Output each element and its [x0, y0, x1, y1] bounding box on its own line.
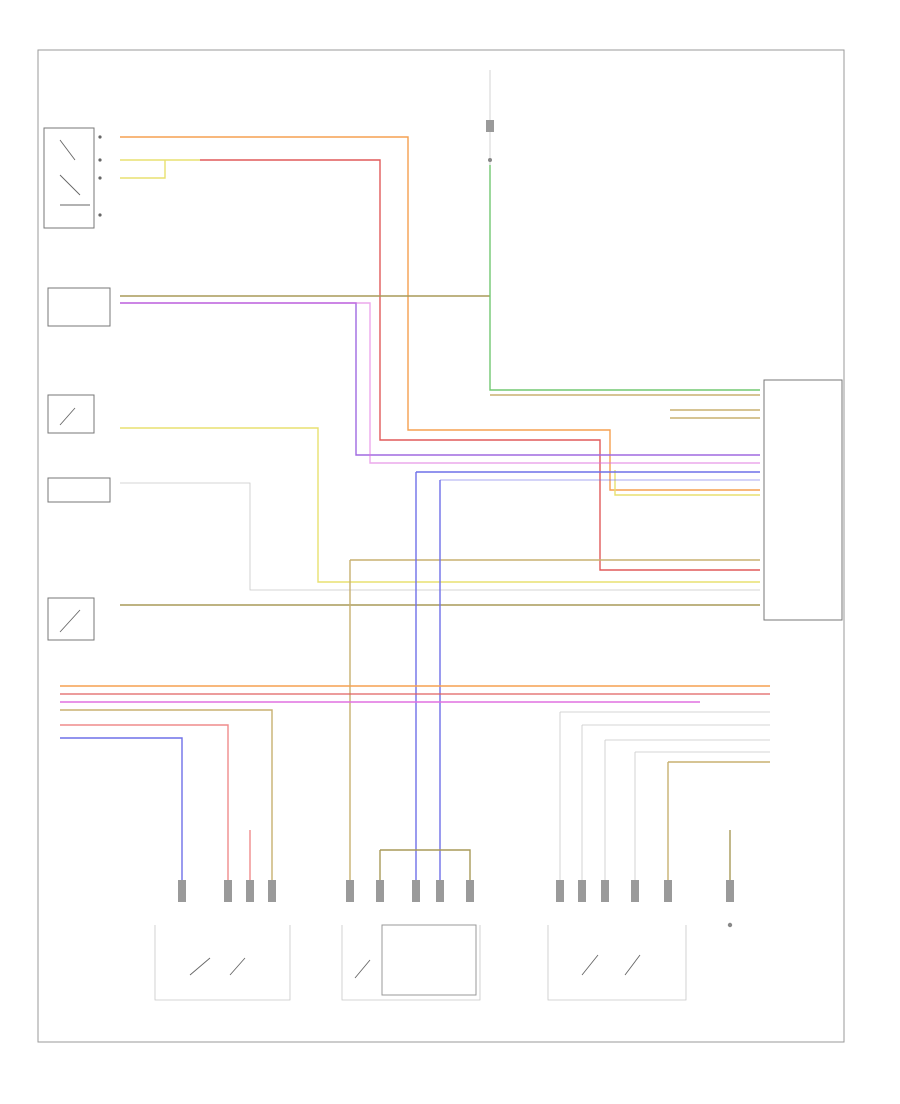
- wire-red-1: [200, 159, 760, 571]
- wire-violet-1: [120, 302, 760, 456]
- reverse-switch: [47, 597, 95, 641]
- central-module: [763, 379, 843, 621]
- wire-blue-5: [60, 737, 183, 880]
- wire-magenta-1: [120, 302, 760, 464]
- wire-yellow-4: [614, 470, 760, 496]
- component-layer: [43, 120, 843, 1001]
- bottom-middle-switch: [341, 880, 481, 1001]
- wire-layer: [60, 70, 770, 880]
- wire-yellow-2: [120, 160, 166, 179]
- fuse-top: [486, 120, 494, 162]
- rear-control-module: [47, 477, 111, 503]
- bottom-right-switch: [547, 880, 687, 1001]
- wire-pink-1: [60, 724, 229, 880]
- wire-olive-3: [380, 849, 471, 880]
- bottom-left-switch: [154, 880, 291, 1001]
- wire-yellow-3: [120, 427, 760, 583]
- wire-gray-1: [120, 482, 760, 591]
- wire-orange-1: [120, 136, 760, 491]
- lamp-right: [726, 880, 734, 928]
- trunk-release: [47, 394, 95, 434]
- trunk-button: [43, 127, 102, 229]
- diagram-frame: [37, 49, 845, 1043]
- luggage-compartment: [47, 287, 111, 327]
- wire-green-1: [489, 165, 760, 391]
- wire-tan-6: [60, 709, 273, 880]
